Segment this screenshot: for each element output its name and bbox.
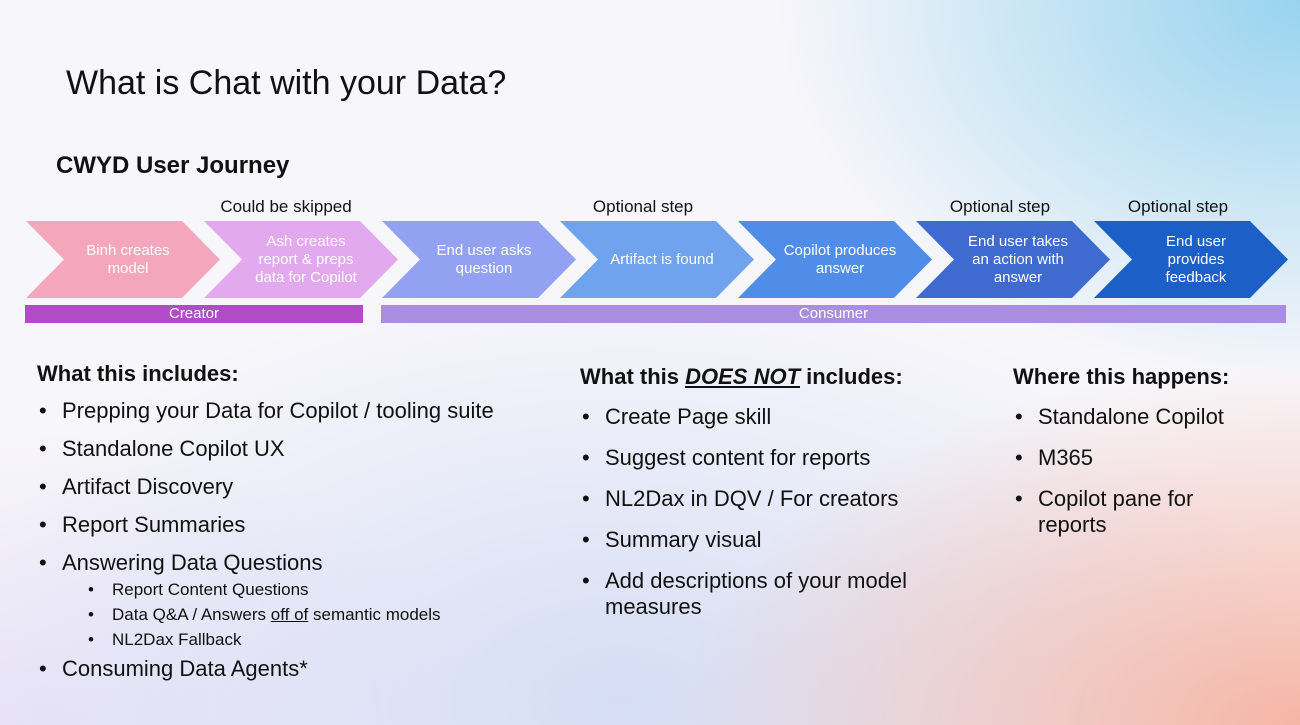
sub-list-item-text: NL2Dax Fallback: [112, 630, 242, 649]
list-item-text: Report Summaries: [62, 512, 246, 537]
chevron-shape: [560, 221, 754, 298]
list-item: Report Summaries: [37, 512, 557, 538]
excludes-heading-pre: What this: [580, 364, 686, 389]
journey-subtitle: CWYD User Journey: [56, 152, 290, 179]
list-item: Add descriptions of your model measures: [580, 568, 945, 620]
step-note-optional: Optional step: [592, 197, 694, 216]
excludes-list: Create Page skill Suggest content for re…: [580, 404, 980, 620]
excludes-heading: What this DOES NOT includes:: [580, 364, 903, 390]
chevron-shape: [738, 221, 932, 298]
chevron-shape: [26, 221, 220, 298]
journey-step-label: Artifact is found: [610, 250, 714, 268]
list-item-text: Standalone Copilot UX: [62, 436, 285, 461]
list-item-text: Prepping your Data for Copilot / tooling…: [62, 398, 494, 423]
journey-step-ask-question: End user asks question: [382, 221, 576, 298]
slide-title: What is Chat with your Data?: [66, 64, 507, 102]
journey-step-copilot-answer: Copilot produces answer: [738, 221, 932, 298]
chevron-shape: [382, 221, 576, 298]
list-item-text: Artifact Discovery: [62, 474, 234, 499]
list-item: Artifact Discovery: [37, 474, 557, 500]
journey-step-ash: Ash creates report & preps data for Copi…: [204, 221, 398, 298]
where-heading: Where this happens:: [1013, 364, 1230, 389]
list-item: M365: [1013, 445, 1253, 471]
sub-list-item-text: Data Q&A / Answers: [112, 605, 267, 624]
journey-step-take-action: End user takes an action with answer: [916, 221, 1110, 298]
journey-step-artifact-found: Artifact is found: [560, 221, 754, 298]
sub-list-item-text: semantic models: [312, 605, 441, 624]
sub-list-item: Report Content Questions: [86, 580, 557, 600]
journey-step-label: Ash creates report & preps data for Copi…: [255, 232, 357, 286]
sub-list-item-text: Report Content Questions: [112, 580, 309, 599]
journey-step-binh: Binh creates model: [26, 221, 220, 298]
chevron-shape: [204, 221, 398, 298]
list-item-text: Add descriptions of your model measures: [605, 568, 908, 619]
list-item: Answering Data Questions Report Content …: [37, 550, 557, 650]
list-item: Standalone Copilot: [1013, 404, 1253, 430]
step-note-skippable: Could be skipped: [220, 197, 352, 216]
list-item-text: Suggest content for reports: [605, 445, 871, 470]
list-item-text: Copilot pane for reports: [1038, 486, 1194, 537]
list-item: Suggest content for reports: [580, 445, 980, 471]
list-item-text: Answering Data Questions: [62, 550, 323, 575]
excludes-heading-emphasis: DOES NOT: [685, 364, 801, 389]
journey-step-label: End user takes an action with answer: [967, 232, 1069, 286]
list-item-text: Create Page skill: [605, 404, 772, 429]
chevron-shape: [1094, 221, 1288, 298]
consumer-band: Consumer: [381, 305, 1286, 323]
list-item: Prepping your Data for Copilot / tooling…: [37, 398, 557, 424]
list-item-text: M365: [1038, 445, 1094, 470]
list-item: Standalone Copilot UX: [37, 436, 557, 462]
where-list: Standalone Copilot M365 Copilot pane for…: [1013, 404, 1253, 538]
includes-heading: What this includes:: [37, 361, 239, 386]
sub-list-item-text: off of: [270, 605, 309, 624]
journey-step-label: End user provides feedback: [1165, 232, 1227, 286]
journey-step-feedback: End user provides feedback: [1094, 221, 1288, 298]
list-item-text: Summary visual: [605, 527, 762, 552]
includes-list: Prepping your Data for Copilot / tooling…: [37, 398, 557, 682]
excludes-heading-post: includes:: [800, 364, 903, 389]
list-item: Summary visual: [580, 527, 980, 553]
answering-sublist: Report Content Questions Data Q&A / Answ…: [62, 580, 557, 650]
list-item-text: Consuming Data Agents*: [62, 656, 308, 681]
sub-list-item: Data Q&A / Answers off of semantic model…: [86, 605, 557, 625]
list-item: Consuming Data Agents*: [37, 656, 557, 682]
journey-step-label: Binh creates model: [86, 241, 170, 277]
step-note-optional: Optional step: [1127, 197, 1229, 216]
list-item-text: Standalone Copilot: [1038, 404, 1224, 429]
list-item: NL2Dax in DQV / For creators: [580, 486, 980, 512]
sub-list-item: NL2Dax Fallback: [86, 630, 557, 650]
list-item: Create Page skill: [580, 404, 980, 430]
list-item: Copilot pane for reports: [1013, 486, 1238, 538]
journey-step-label: End user asks question: [436, 241, 532, 277]
step-note-optional: Optional step: [949, 197, 1051, 216]
journey-step-label: Copilot produces answer: [783, 241, 897, 277]
list-item-text: NL2Dax in DQV / For creators: [605, 486, 899, 511]
creator-band: Creator: [25, 305, 363, 323]
chevron-shape: [916, 221, 1110, 298]
